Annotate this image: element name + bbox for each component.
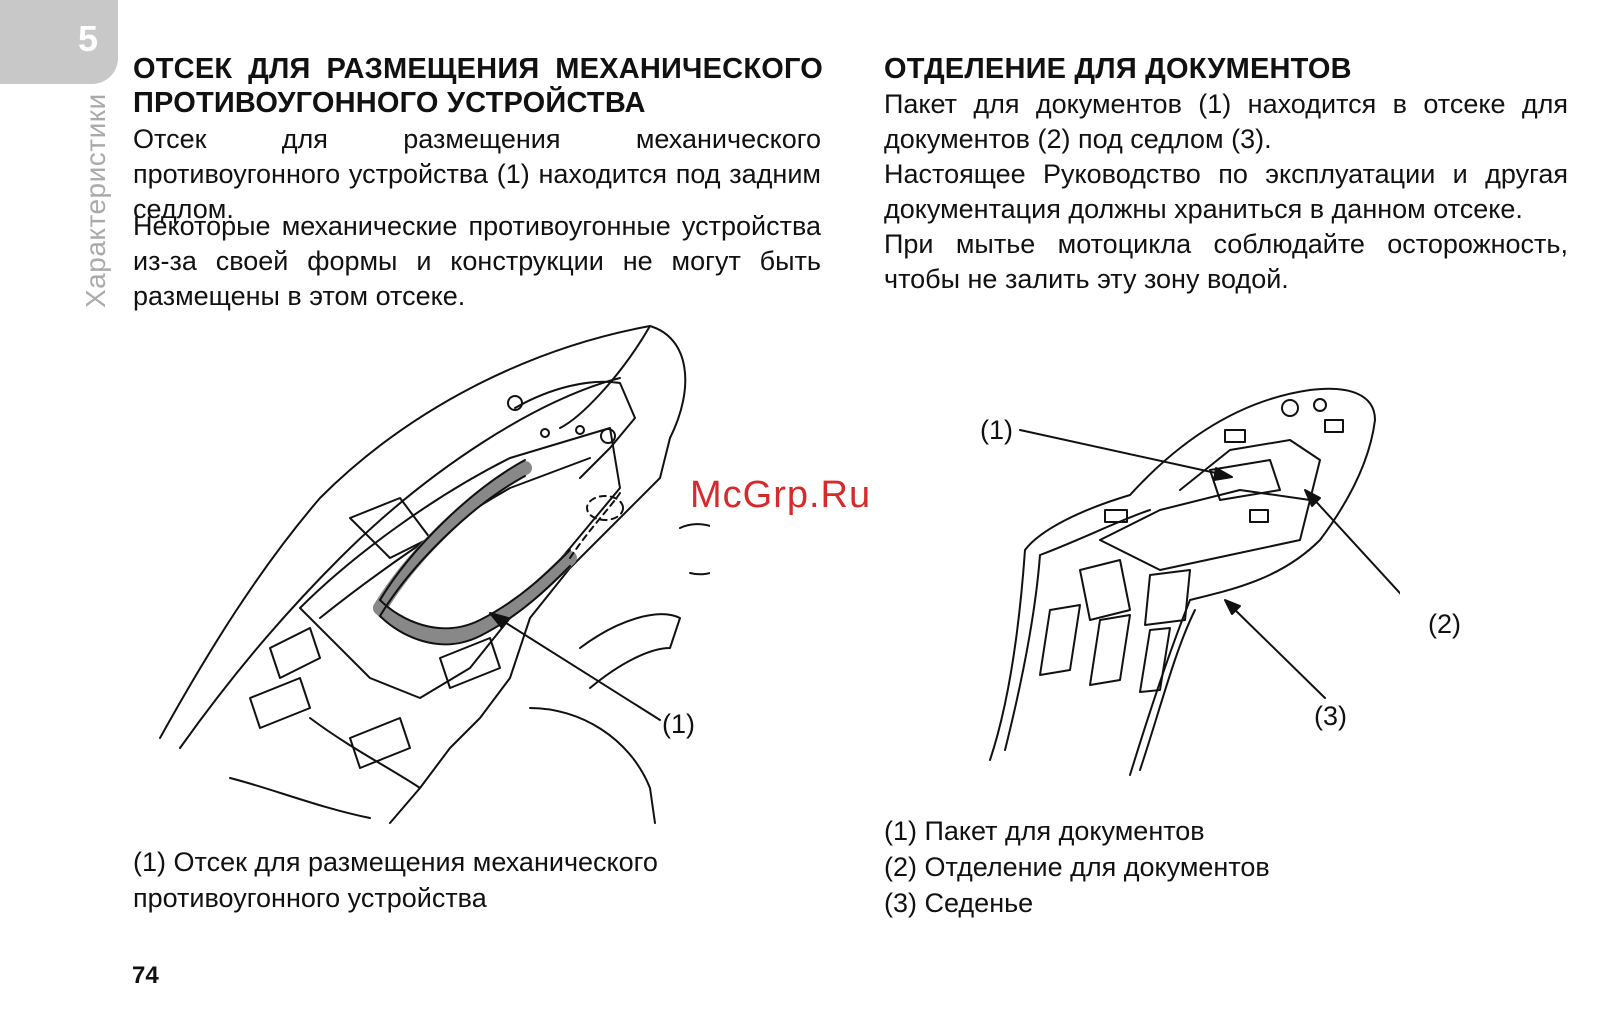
right-caption-line2: (2) Отделение для документов bbox=[884, 852, 1270, 882]
right-caption: (1) Пакет для документов (2) Отделение д… bbox=[884, 813, 1270, 921]
left-caption-line2: противоугонного устройства bbox=[133, 883, 487, 913]
right-figure-label-3: (3) bbox=[1314, 701, 1347, 731]
page-number: 74 bbox=[132, 962, 159, 989]
left-heading: ОТСЕК ДЛЯ РАЗМЕЩЕНИЯ МЕХАНИЧЕСКОГО ПРОТИ… bbox=[133, 52, 823, 120]
lock-compartment-illustration bbox=[159, 325, 710, 824]
right-figure-label-2: (2) bbox=[1428, 609, 1461, 639]
chapter-number: 5 bbox=[77, 18, 98, 59]
right-paragraph-3: При мытье мотоцикла соблюдайте осторожно… bbox=[884, 229, 1568, 294]
left-heading-line1: ОТСЕК ДЛЯ РАЗМЕЩЕНИЯ МЕХАНИЧЕСКОГО bbox=[133, 53, 823, 85]
left-figure-label: (1) bbox=[662, 709, 695, 739]
document-compartment-illustration bbox=[989, 387, 1400, 776]
left-paragraph-1: Отсек для размещения механического проти… bbox=[133, 124, 821, 224]
watermark: McGrp.Ru bbox=[690, 474, 872, 516]
left-heading-line2: ПРОТИВОУГОННОГО УСТРОЙСТВА bbox=[133, 87, 646, 119]
left-paragraph-2: Некоторые механические противоугонные ус… bbox=[133, 211, 821, 311]
right-heading: ОТДЕЛЕНИЕ ДЛЯ ДОКУМЕНТОВ bbox=[884, 53, 1352, 85]
chapter-tab: 5 bbox=[0, 0, 118, 84]
left-caption: (1) Отсек для размещения механического п… bbox=[133, 844, 658, 916]
right-caption-line3: (3) Седенье bbox=[884, 888, 1034, 918]
right-paragraph-2: Настоящее Руководство по эксплуатации и … bbox=[884, 159, 1568, 224]
right-figure-label-1: (1) bbox=[980, 415, 1013, 445]
chapter-title: Характеристики bbox=[80, 93, 111, 308]
right-caption-line1: (1) Пакет для документов bbox=[884, 816, 1205, 846]
left-caption-line1: (1) Отсек для размещения механического bbox=[133, 847, 658, 877]
right-paragraph-1: Пакет для документов (1) находится в отс… bbox=[884, 89, 1568, 154]
